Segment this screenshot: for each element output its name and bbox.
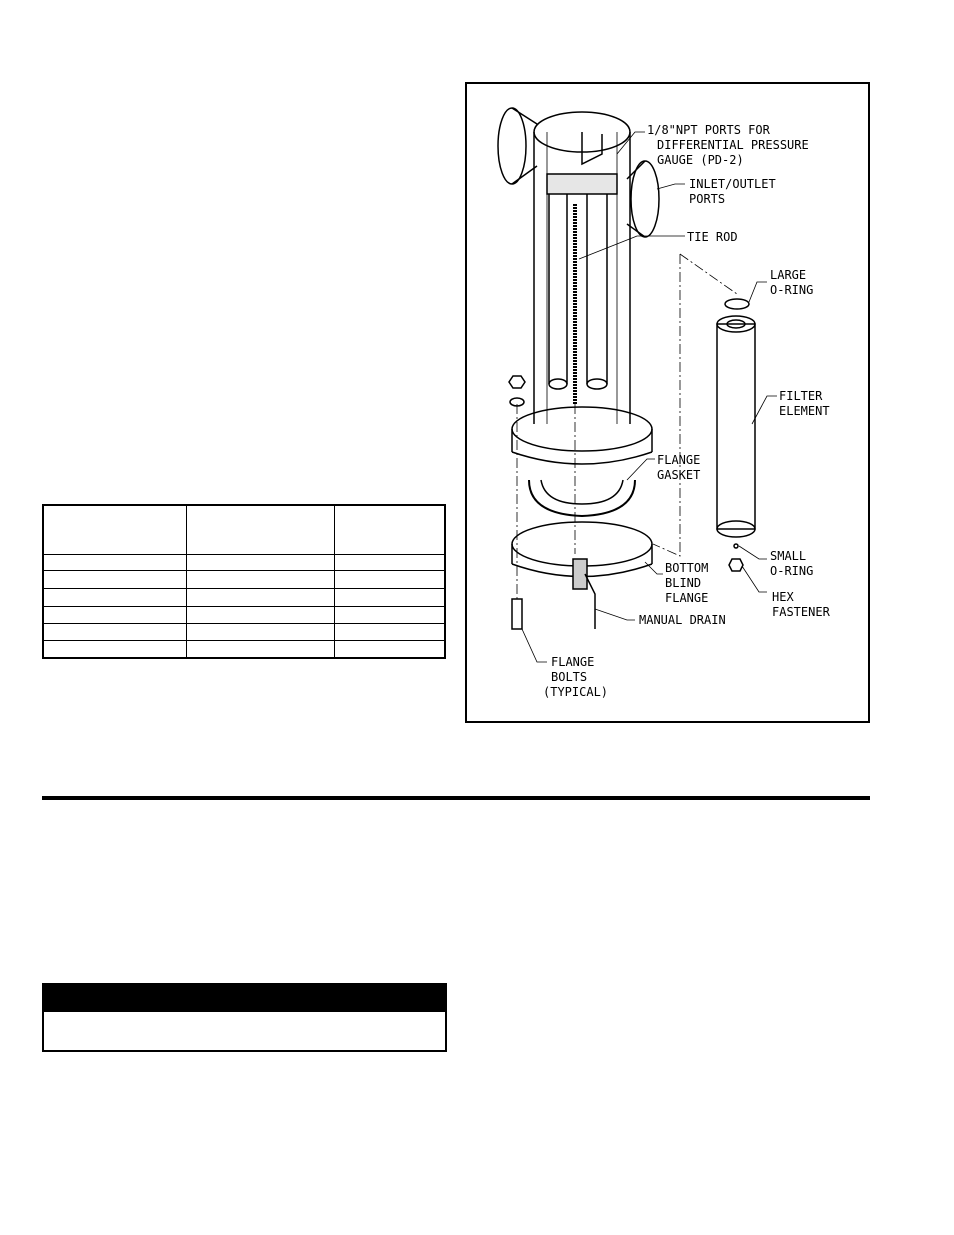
label-inlet-2: PORTS xyxy=(689,192,725,206)
table-row xyxy=(44,554,444,571)
label-hex-2: FASTENER xyxy=(772,605,831,619)
manual-drain-valve xyxy=(572,558,588,590)
filter-housing-exploded-diagram: 1/8"NPT PORTS FOR DIFFERENTIAL PRESSURE … xyxy=(465,82,870,723)
label-large-oring-2: O-RING xyxy=(770,283,813,297)
notice-header-text xyxy=(44,985,445,995)
label-gasket-2: GASKET xyxy=(657,468,700,482)
label-gasket-1: FLANGE xyxy=(657,453,700,467)
inlet-flange-left xyxy=(497,107,527,185)
table-row xyxy=(44,590,444,607)
label-tie-rod: TIE ROD xyxy=(687,230,738,244)
housing-body xyxy=(533,132,631,424)
table-row xyxy=(44,572,444,589)
label-bolts-2: BOLTS xyxy=(551,670,587,684)
table-row xyxy=(44,624,444,641)
column-divider xyxy=(334,506,335,657)
filter-element xyxy=(716,323,756,530)
outlet-flange-right xyxy=(630,160,660,238)
table-row xyxy=(44,607,444,624)
label-blind-2: BLIND xyxy=(665,576,701,590)
label-small-oring-1: SMALL xyxy=(770,549,806,563)
hex-fastener xyxy=(728,558,744,572)
section-divider xyxy=(42,796,870,800)
label-bolts-3: (TYPICAL) xyxy=(543,685,608,699)
label-ports-2: DIFFERENTIAL PRESSURE xyxy=(657,138,809,152)
table-header-row xyxy=(44,506,444,555)
hex-nut xyxy=(508,375,526,389)
diagram-drawing: 1/8"NPT PORTS FOR DIFFERENTIAL PRESSURE … xyxy=(497,107,831,699)
large-o-ring xyxy=(724,298,750,310)
notice-box xyxy=(42,983,447,1052)
column-divider xyxy=(186,506,187,657)
label-filter-1: FILTER xyxy=(779,389,823,403)
label-hex-1: HEX xyxy=(772,590,794,604)
label-drain: MANUAL DRAIN xyxy=(639,613,726,627)
flange-bolt xyxy=(511,598,523,630)
notice-header-bar xyxy=(44,985,445,1012)
label-ports-3: GAUGE (PD-2) xyxy=(657,153,744,167)
label-bolts-1: FLANGE xyxy=(551,655,594,669)
label-ports-1: 1/8"NPT PORTS FOR xyxy=(647,123,771,137)
label-filter-2: ELEMENT xyxy=(779,404,830,418)
label-small-oring-2: O-RING xyxy=(770,564,813,578)
label-large-oring-1: LARGE xyxy=(770,268,806,282)
label-inlet-1: INLET/OUTLET xyxy=(689,177,776,191)
small-o-ring xyxy=(733,543,739,549)
label-blind-3: FLANGE xyxy=(665,591,708,605)
flange-gasket xyxy=(528,479,636,518)
housing-lower-flange xyxy=(511,406,653,452)
label-blind-1: BOTTOM xyxy=(665,561,708,575)
specification-table xyxy=(42,504,446,659)
